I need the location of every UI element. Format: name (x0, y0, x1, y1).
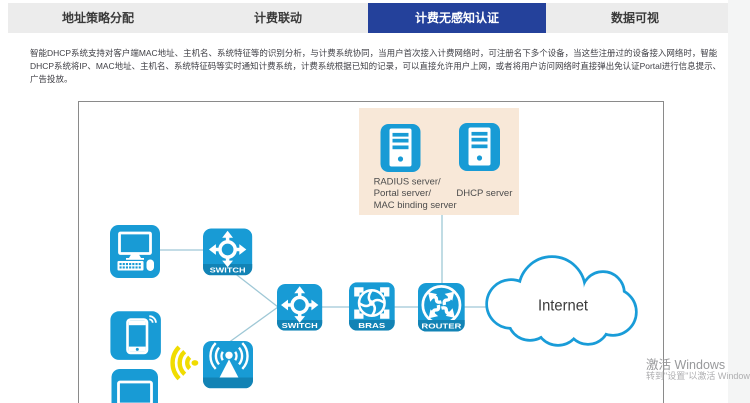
svg-text:RADIUS server/: RADIUS server/ (374, 176, 441, 186)
svg-text:DHCP server: DHCP server (456, 188, 512, 198)
svg-text:BRAS: BRAS (358, 321, 385, 330)
svg-text:Portal server/: Portal server/ (374, 188, 432, 198)
svg-text:MAC binding server: MAC binding server (374, 200, 457, 210)
svg-text:Internet: Internet (538, 298, 589, 315)
svg-text:SWITCH: SWITCH (210, 265, 246, 274)
svg-text:ROUTER: ROUTER (421, 321, 462, 330)
svg-text:SWITCH: SWITCH (282, 321, 318, 330)
